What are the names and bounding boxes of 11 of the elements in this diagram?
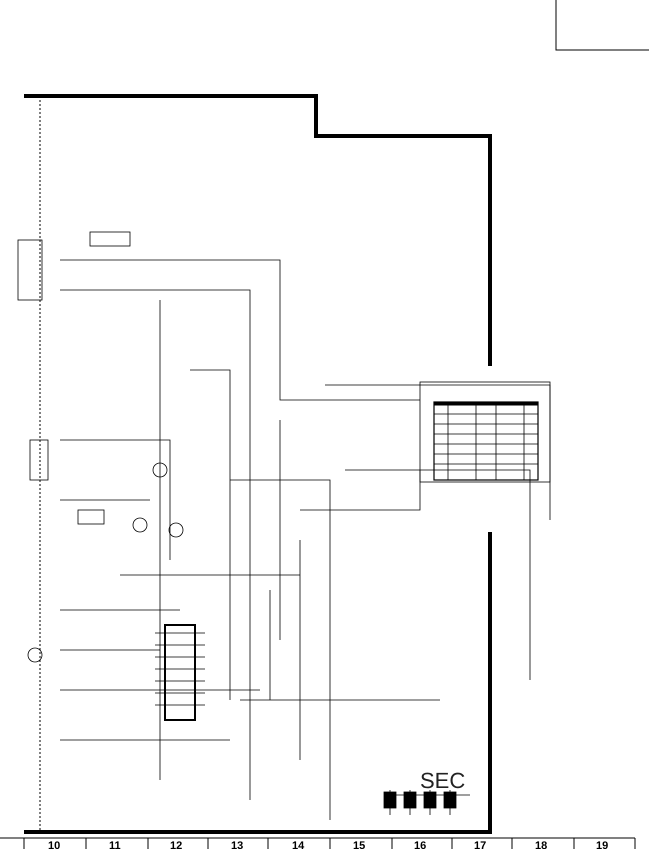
grid-column-number: 16: [414, 840, 426, 849]
grid-column-number: 15: [353, 840, 366, 849]
grid-column-number: 12: [170, 840, 182, 849]
grid-column-number: 17: [474, 840, 486, 849]
grid-column-number: 10: [48, 840, 60, 849]
grid-column-number: 19: [596, 840, 608, 849]
grid-column-number: 11: [109, 840, 121, 849]
section-label: SEC: [420, 768, 466, 794]
grid-column-number: 18: [535, 840, 548, 849]
grid-column-number: 14: [292, 840, 304, 849]
grid-column-number: 13: [231, 840, 244, 849]
